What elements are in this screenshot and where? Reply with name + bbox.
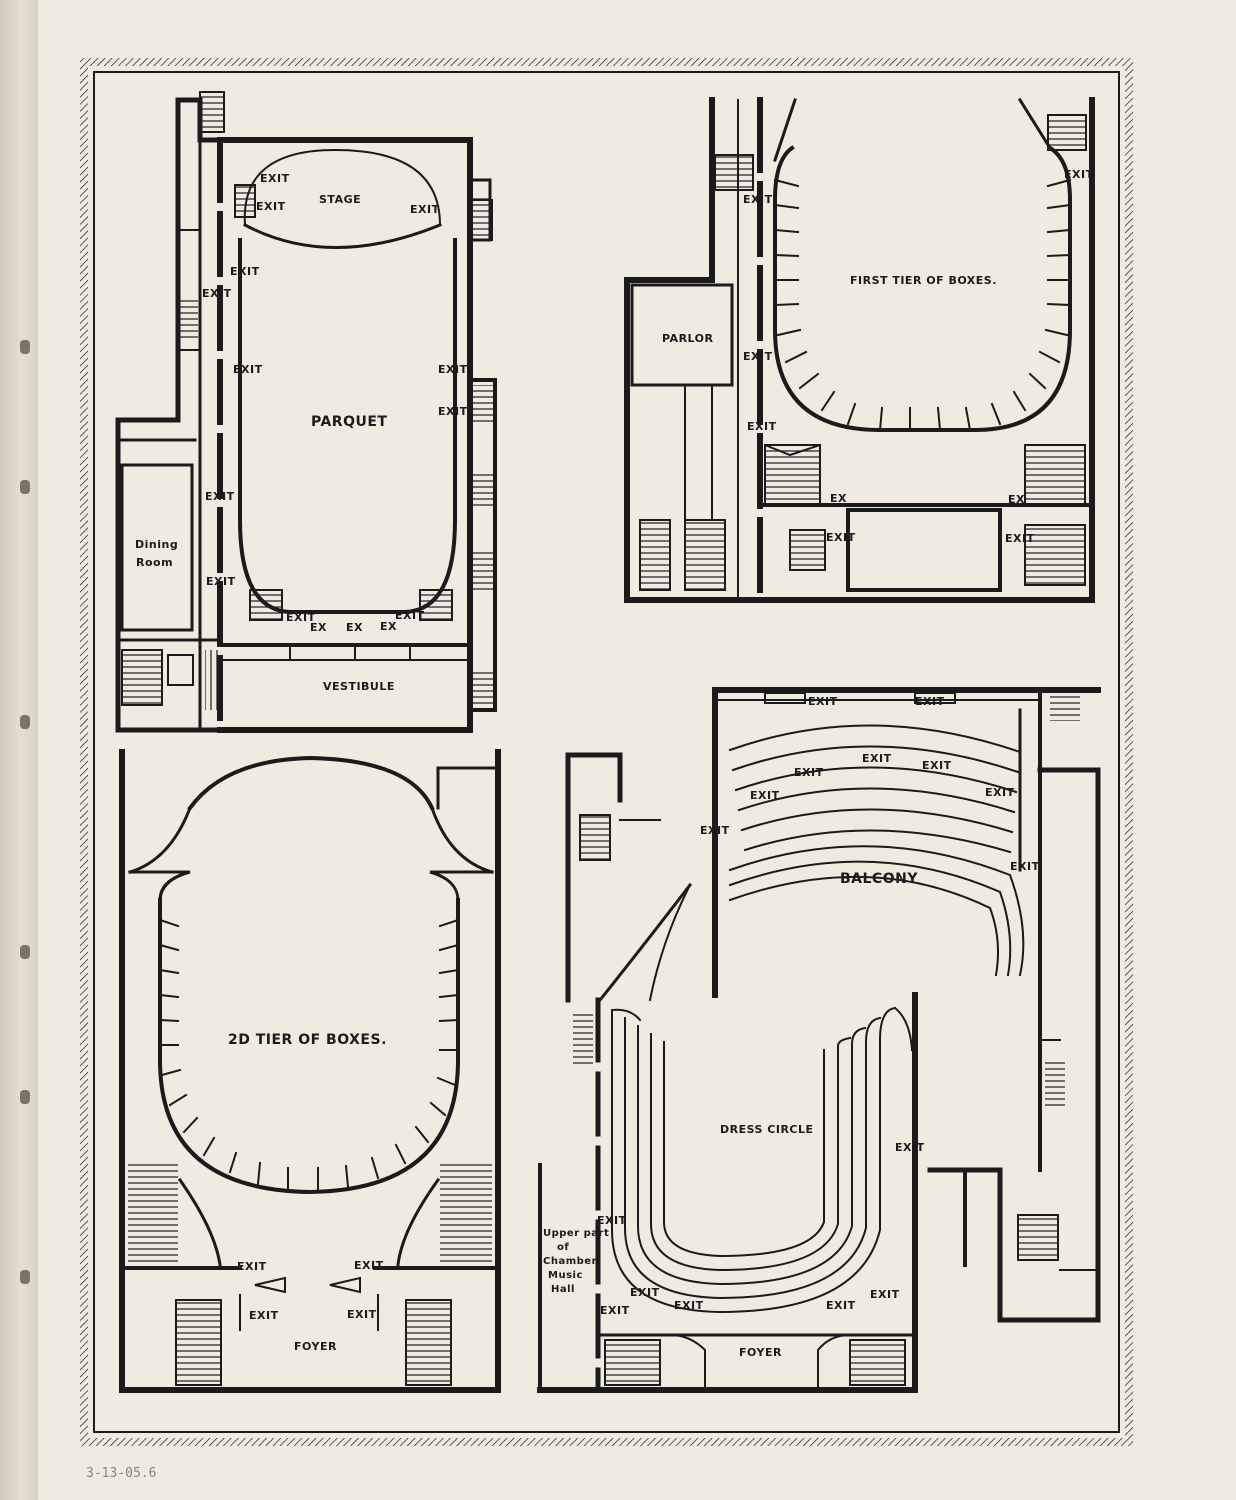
exit-label: EXIT xyxy=(230,265,260,278)
second-tier-plan xyxy=(119,749,501,1393)
exit-label: EXIT xyxy=(206,575,236,588)
exit-label: EXIT xyxy=(410,203,440,216)
binding-hole xyxy=(20,945,30,959)
binding-hole xyxy=(20,1270,30,1284)
first-tier-plan xyxy=(624,97,1095,603)
balcony-rows xyxy=(728,724,1025,977)
exit-label: EXIT xyxy=(249,1309,279,1322)
exit-label: EXIT xyxy=(700,824,730,837)
stage-label: STAGE xyxy=(319,193,361,206)
exit-label: EXIT xyxy=(915,695,945,708)
exit-label: EXIT xyxy=(895,1141,925,1154)
exit-label: EXIT xyxy=(747,420,777,433)
exit-label: EXIT xyxy=(233,363,263,376)
exit-label: EXIT xyxy=(750,789,780,802)
exit-label: EXIT xyxy=(826,531,856,544)
exit-label: EXIT xyxy=(237,1260,267,1273)
exit-label: EXIT xyxy=(202,287,232,300)
chamber-music-hall-label: Chamber xyxy=(543,1256,597,1267)
parquet-floor-plan xyxy=(115,91,497,733)
exit-label: EXIT xyxy=(808,695,838,708)
dining-room-label: Room xyxy=(136,556,173,569)
chamber-music-hall-label: Hall xyxy=(551,1284,575,1295)
exit-label: EXIT xyxy=(1064,168,1094,181)
binding-hole xyxy=(20,1090,30,1104)
parlor-label: PARLOR xyxy=(662,332,714,345)
ex-label: EX xyxy=(346,621,363,634)
exit-label: EXIT xyxy=(286,611,316,624)
vestibule-label: VESTIBULE xyxy=(323,680,395,693)
exit-label: EXIT xyxy=(743,350,773,363)
tier-partitions xyxy=(158,918,460,1192)
exit-label: EXIT xyxy=(794,766,824,779)
exit-label: EXIT xyxy=(743,193,773,206)
exit-label: EXIT xyxy=(1005,532,1035,545)
exit-label: EXIT xyxy=(630,1286,660,1299)
parquet-title: PARQUET xyxy=(311,414,387,430)
chamber-music-hall-label: of xyxy=(557,1242,569,1253)
exit-label: EXIT xyxy=(826,1299,856,1312)
exit-label: EXIT xyxy=(870,1288,900,1301)
foyer-label: FOYER xyxy=(294,1340,337,1353)
exit-label: EXIT xyxy=(256,200,286,213)
binding-hole xyxy=(20,715,30,729)
exit-label: EXIT xyxy=(600,1304,630,1317)
ex-label: EX xyxy=(830,492,847,505)
ex-label: EX xyxy=(310,621,327,634)
dress-circle-title: DRESS CIRCLE xyxy=(720,1123,814,1136)
box-partitions xyxy=(773,178,1072,432)
exit-label: EXIT xyxy=(438,405,468,418)
chamber-music-hall-label: Music xyxy=(548,1270,583,1281)
dining-room-label: Dining xyxy=(135,538,178,551)
chamber-music-hall-label: Upper part xyxy=(543,1228,609,1239)
page-border xyxy=(80,58,1133,1446)
balcony-title: BALCONY xyxy=(840,871,918,887)
exit-label: EXIT xyxy=(205,490,235,503)
dress-circle-rows xyxy=(610,1006,914,1314)
ex-label: EX xyxy=(1008,493,1025,506)
pencil-annotation: 3-13-05.6 xyxy=(86,1466,157,1481)
binding-margin xyxy=(0,0,38,1500)
exit-label: EXIT xyxy=(347,1308,377,1321)
balcony-dress-circle-plan xyxy=(537,687,1101,1393)
ex-label: EX xyxy=(380,620,397,633)
exit-label: EXIT xyxy=(354,1259,384,1272)
exit-label: EXIT xyxy=(438,363,468,376)
second-tier-title: 2D TIER OF BOXES. xyxy=(228,1032,387,1048)
exit-label: EXIT xyxy=(862,752,892,765)
exit-label: EXIT xyxy=(922,759,952,772)
exit-label: EXIT xyxy=(260,172,290,185)
exit-label: EXIT xyxy=(597,1214,627,1227)
exit-label: EXIT xyxy=(1010,860,1040,873)
exit-label: EXIT xyxy=(985,786,1015,799)
binding-hole xyxy=(20,340,30,354)
exit-label: EXIT xyxy=(395,609,425,622)
exit-label: EXIT xyxy=(674,1299,704,1312)
foyer-label: FOYER xyxy=(739,1346,782,1359)
binding-hole xyxy=(20,480,30,494)
first-tier-title: FIRST TIER OF BOXES. xyxy=(850,274,997,287)
